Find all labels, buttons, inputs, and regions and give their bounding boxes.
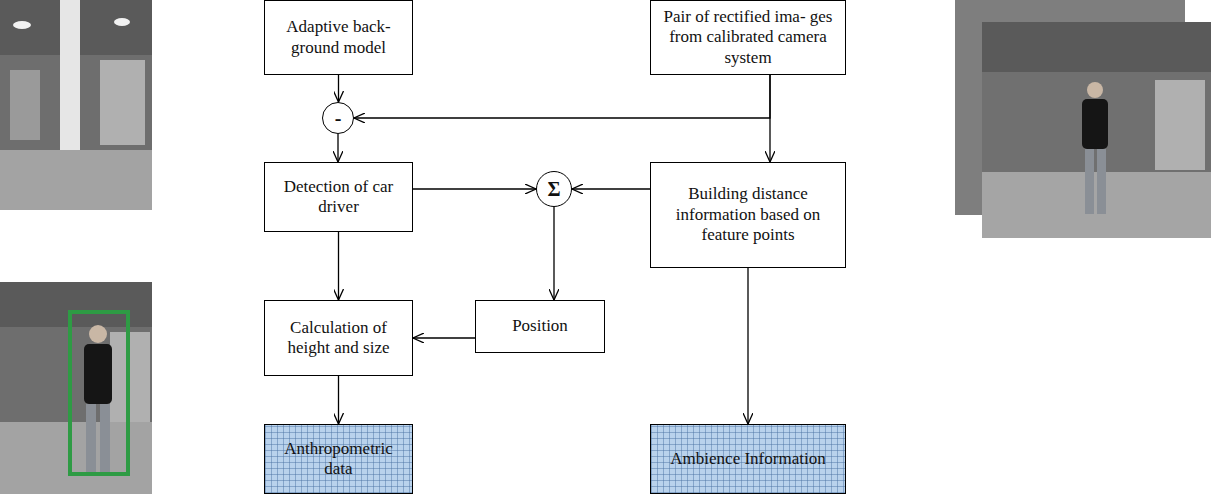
node-label: Detection of car driver <box>265 177 412 218</box>
process-box: Pair of rectified ima- ges from calibrat… <box>650 0 846 75</box>
arrow-connector <box>338 75 339 102</box>
arrow-connector <box>413 337 475 338</box>
background-photo <box>0 0 152 210</box>
output-box: Anthropometric data <box>264 424 413 494</box>
arrow-connector <box>354 75 770 118</box>
arrow-connector <box>572 188 650 189</box>
node-label: Calculation of height and size <box>265 318 412 359</box>
node-label: - <box>335 106 342 130</box>
node-label: Anthropometric data <box>265 439 412 480</box>
process-box: Calculation of height and size <box>264 300 413 376</box>
arrow-connector <box>337 134 338 162</box>
node-label: Adaptive back- ground model <box>265 17 412 58</box>
arrow-connector <box>338 232 339 300</box>
output-box: Ambience Information <box>650 424 846 494</box>
node-label: Σ <box>547 177 560 201</box>
process-box: Position <box>475 300 605 353</box>
difference-circle: - <box>322 102 354 134</box>
stereo-photo-pair <box>955 0 1211 240</box>
node-label: Pair of rectified ima- ges from calibrat… <box>651 7 845 68</box>
process-box: Adaptive back- ground model <box>264 0 413 75</box>
arrow-connector <box>769 75 770 162</box>
arrow-connector <box>338 376 339 424</box>
node-label: Ambience Information <box>662 449 833 469</box>
arrow-connector <box>747 268 748 424</box>
process-box: Detection of car driver <box>264 162 413 232</box>
arrow-connector <box>413 188 536 189</box>
node-label: Position <box>504 316 576 336</box>
detection-photo <box>0 282 152 494</box>
arrow-connector <box>553 207 554 300</box>
node-label: Building distance information based on f… <box>651 184 845 245</box>
process-box: Building distance information based on f… <box>650 162 846 268</box>
sum-circle: Σ <box>536 171 572 207</box>
